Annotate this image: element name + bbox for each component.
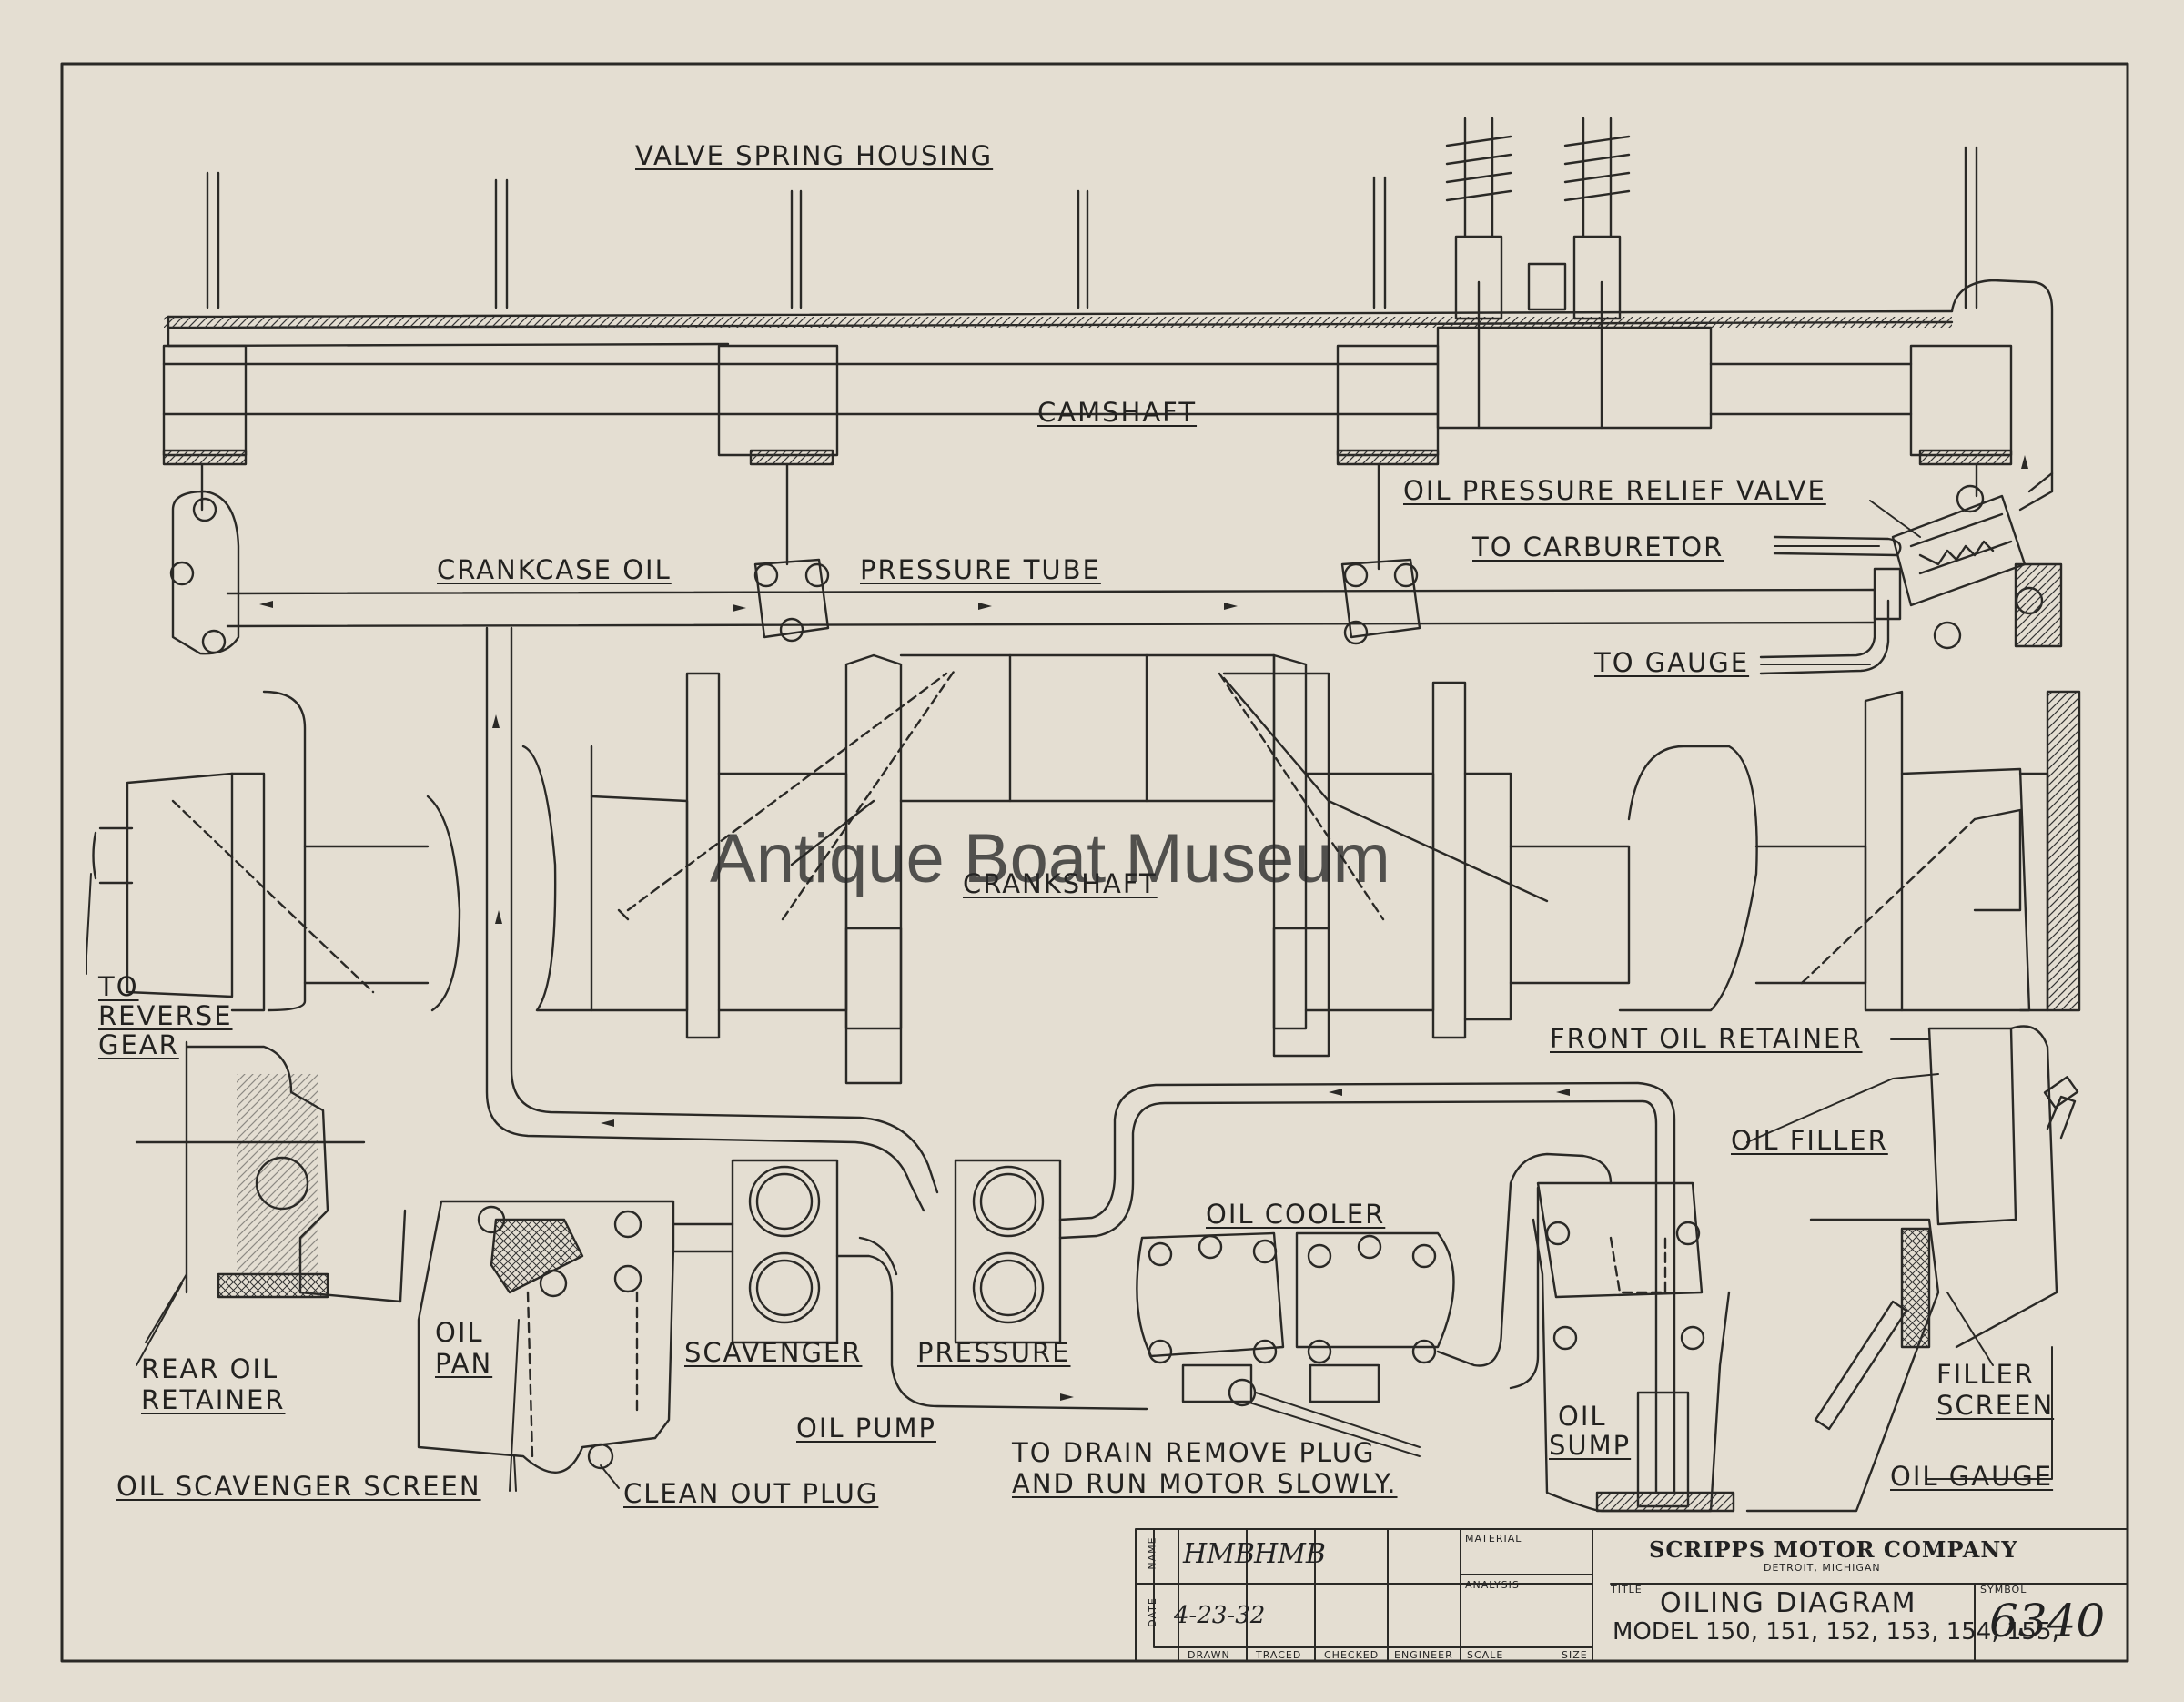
title-block-lines [1135,1528,2128,1662]
tb-name-label: NAME [1146,1536,1158,1570]
label-scavenger: SCAVENGER [684,1337,863,1368]
tb-city: DETROIT, MICHIGAN [1764,1562,1881,1574]
label-to-gauge: TO GAUGE [1594,647,1750,678]
label-filler-screen-2: SCREEN [1936,1390,2055,1421]
label-oil-cooler: OIL COOLER [1206,1199,1386,1230]
tb-col-engineer: ENGINEER [1394,1649,1453,1661]
label-to-drain-2: AND RUN MOTOR SLOWLY. [1012,1468,1398,1499]
label-camshaft: CAMSHAFT [1037,397,1198,428]
watermark: Antique Boat Museum [710,820,1390,897]
label-to-reverse-gear-2: REVERSE [98,1000,233,1031]
label-to-reverse-gear-3: GEAR [98,1029,179,1060]
label-to-carburetor: TO CARBURETOR [1472,532,1724,562]
label-oil-pump: OIL PUMP [796,1413,936,1444]
tb-symbol: 6340 [1989,1595,2106,1647]
tb-col-checked: CHECKED [1324,1649,1380,1661]
tb-symbol-label: SYMBOL [1980,1584,2027,1596]
label-oil-sump-2: SUMP [1549,1430,1632,1461]
label-crankshaft: CRANKSHAFT [963,868,1158,899]
tb-company: SCRIPPS MOTOR COMPANY [1649,1536,2018,1563]
sheet-border [60,62,2129,1663]
tb-date-label: DATE [1146,1597,1158,1627]
label-to-reverse-gear-1: TO [98,971,139,1002]
label-oil-gauge: OIL GAUGE [1890,1461,2054,1492]
label-oil-pan-2: PAN [435,1348,493,1379]
tb-models: MODEL 150, 151, 152, 153, 154, 155, [1613,1618,2059,1646]
tb-col-traced: TRACED [1256,1649,1302,1661]
label-leaders [86,500,2053,1492]
tb-col-size: SIZE [1562,1649,1588,1661]
oil-filler-assembly [1745,1025,2079,1513]
valve-springs [1445,117,1631,430]
oil-cooler [1136,1152,1613,1407]
flow-arrows [259,455,2028,1401]
label-rear-oil-retainer-2: RETAINER [141,1384,286,1415]
tb-col-drawn: DRAWN [1188,1649,1230,1661]
oil-pump-gears [731,1081,1676,1494]
tb-title: OILING DIAGRAM [1660,1587,1917,1619]
label-rear-oil-retainer-1: REAR OIL [141,1353,279,1384]
label-valve-spring-housing: VALVE SPRING HOUSING [635,140,994,171]
tb-traced-by: HMB [1254,1538,1326,1570]
tb-date: 4-23-32 [1174,1602,1266,1629]
label-crankcase-oil: CRANKCASE OIL [437,554,672,585]
label-filler-screen-1: FILLER [1936,1359,2036,1390]
label-front-oil-retainer: FRONT OIL RETAINER [1550,1023,1863,1054]
crank-oil-drillings [171,667,1977,994]
camshaft-assembly [162,326,2013,466]
label-pressure: PRESSURE [917,1337,1071,1368]
crankshaft-assembly [92,653,2081,1085]
bearing-bosses [169,490,1421,655]
label-oil-filler: OIL FILLER [1731,1125,1888,1156]
label-pressure-tube: PRESSURE TUBE [860,554,1101,585]
label-oil-scavenger-screen: OIL SCAVENGER SCREEN [116,1471,481,1502]
label-oil-pressure-relief-valve: OIL PRESSURE RELIEF VALVE [1403,475,1826,506]
housing-ribs [206,146,1978,309]
tb-material-label: MATERIAL [1465,1533,1522,1545]
tb-analysis-label: ANALYSIS [1465,1579,1520,1591]
tb-drawn-by: HMB [1183,1538,1255,1570]
oil-pan-assembly [417,1200,734,1474]
pressure-tube [226,588,1876,628]
label-oil-sump-1: OIL [1558,1401,1607,1432]
tb-col-scale: SCALE [1467,1649,1504,1661]
label-to-drain-1: TO DRAIN REMOVE PLUG [1012,1437,1376,1468]
label-clean-out-plug: CLEAN OUT PLUG [623,1478,879,1509]
label-oil-pan-1: OIL [435,1317,484,1348]
relief-valve-assembly [1759,484,2063,675]
tb-title-label: TITLE [1611,1584,1643,1596]
oil-sump [1532,1181,1735,1513]
